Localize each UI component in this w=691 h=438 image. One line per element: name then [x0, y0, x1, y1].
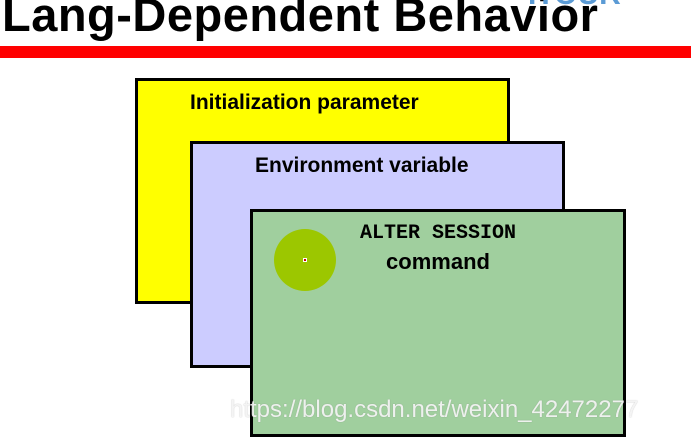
alter-session-box: ALTER SESSION command [250, 209, 626, 437]
pointer-highlight-icon [274, 229, 336, 291]
slide-title: Lang-Dependent Behavior [2, 0, 599, 41]
alter-session-label: ALTER SESSION [359, 222, 517, 245]
title-underline-rule [0, 46, 691, 58]
environment-variable-label: Environment variable [255, 154, 469, 177]
initialization-parameter-label: Initialization parameter [190, 91, 419, 114]
corner-logo: ITOUR [528, 0, 621, 10]
watermark-url: https://blog.csdn.net/weixin_42472277 [230, 396, 639, 423]
command-label: command [386, 249, 490, 274]
